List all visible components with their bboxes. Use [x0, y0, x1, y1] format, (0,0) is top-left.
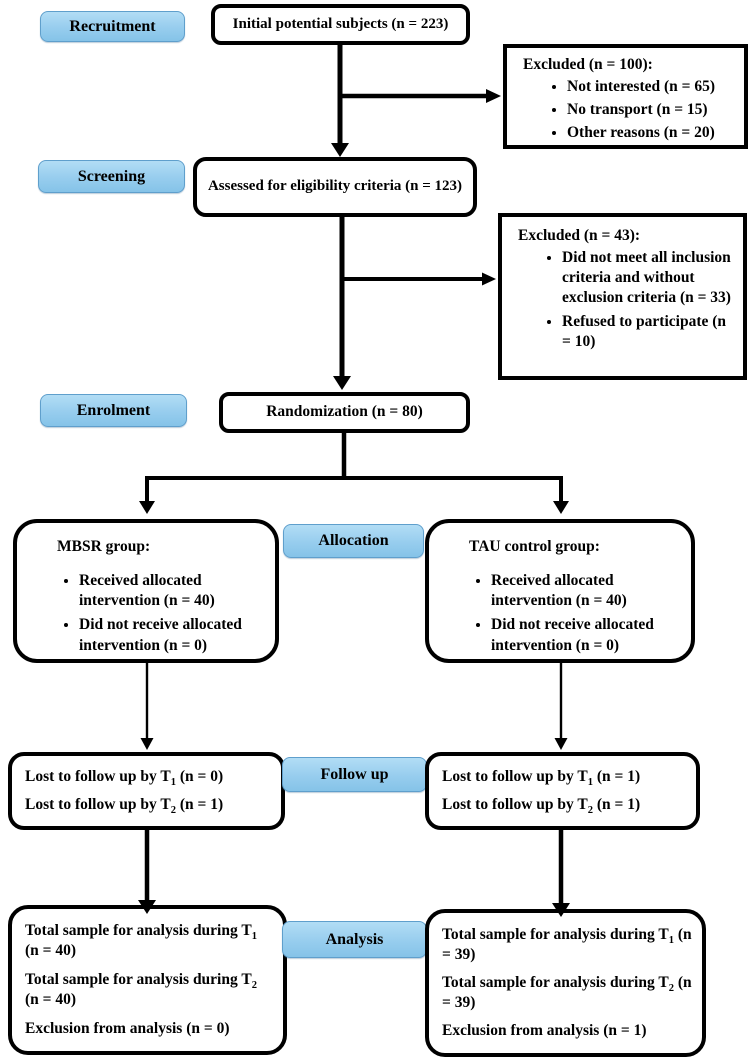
arrow-assessed-to-randomization [333, 216, 351, 390]
subscript: 2 [170, 804, 176, 816]
mbsr-group-title: MBSR group: [57, 538, 151, 555]
list-item: Did not receive allocated intervention (… [491, 615, 683, 655]
text-line: Exclusion from analysis (n = 0) [25, 1019, 273, 1039]
stage-label-screening: Screening [38, 160, 185, 193]
line-pre: Lost to follow up by T [25, 768, 171, 786]
line-pre: Total sample for analysis during T [442, 973, 669, 991]
box-excluded-eligibility: Excluded (n = 43): Did not meet all incl… [498, 213, 747, 380]
excluded-screening-title: Excluded (n = 100): [523, 56, 653, 73]
list-item: Did not meet all inclusion criteria and … [562, 248, 735, 308]
text-line: Lost to follow up by T2 (n = 1) [25, 795, 271, 816]
text-line: Total sample for analysis during T1 (n =… [442, 925, 692, 965]
subscript: 1 [587, 777, 593, 789]
box-analysis-mbsr: Total sample for analysis during T1 (n =… [8, 905, 287, 1055]
line-post: (n = 39) [442, 973, 692, 1012]
subscript: 1 [251, 931, 257, 943]
subscript: 2 [251, 980, 257, 991]
excluded-eligibility-list: Did not meet all inclusion criteria and … [518, 248, 735, 352]
stage-label-followup: Follow up [282, 757, 427, 792]
arrow-followup-to-analysis-right [552, 829, 570, 917]
stage-label-analysis: Analysis [282, 921, 427, 958]
stage-label-recruitment: Recruitment [40, 11, 185, 42]
line-post: (n = 1) [592, 768, 641, 786]
box-tau-group: TAU control group: Received allocated in… [425, 519, 695, 663]
text-line: Total sample for analysis during T2 (n =… [442, 973, 692, 1013]
list-item: Refused to participate (n = 10) [562, 312, 735, 352]
line-pre: Lost to follow up by T [442, 768, 588, 786]
box-excluded-screening: Excluded (n = 100): Not interested (n = … [503, 44, 748, 149]
arrow-followup-to-analysis-left [138, 829, 156, 914]
box-randomization: Randomization (n = 80) [219, 392, 470, 433]
arrow-randomization-split [139, 432, 569, 514]
line-pre: Lost to follow up by T [25, 795, 171, 813]
text-line: Lost to follow up by T2 (n = 1) [442, 795, 686, 816]
arrow-mbsr-to-followup [140, 662, 154, 750]
list-item: No transport (n = 15) [567, 100, 736, 120]
subscript: 2 [587, 804, 593, 816]
arrow-to-excluded-screening [337, 89, 501, 103]
list-item: Not interested (n = 65) [567, 77, 736, 97]
subscript: 2 [668, 983, 674, 994]
box-assessed-eligibility: Assessed for eligibility criteria (n = 1… [193, 157, 477, 217]
line-post: (n = 1) [592, 795, 641, 813]
box-followup-tau: Lost to follow up by T1 (n = 1) Lost to … [425, 752, 700, 830]
line-pre: Exclusion from analysis (n = 0) [25, 1019, 230, 1037]
list-item: Received allocated intervention (n = 40) [79, 571, 267, 611]
stage-label-allocation: Allocation [283, 524, 424, 558]
line-pre: Total sample for analysis during T [25, 970, 252, 988]
line-pre: Exclusion from analysis (n = 1) [442, 1022, 647, 1039]
subscript: 1 [170, 777, 176, 789]
list-item: Received allocated intervention (n = 40) [491, 571, 683, 611]
text-line: Lost to follow up by T1 (n = 0) [25, 767, 271, 789]
excluded-screening-list: Not interested (n = 65) No transport (n … [523, 77, 736, 143]
mbsr-group-list: Received allocated intervention (n = 40)… [57, 571, 267, 656]
line-post: (n = 40) [25, 942, 77, 960]
line-pre: Total sample for analysis during T [25, 922, 252, 940]
arrow-tau-to-followup [554, 662, 568, 750]
list-item: Did not receive allocated intervention (… [79, 615, 267, 655]
tau-group-list: Received allocated intervention (n = 40)… [469, 571, 683, 656]
line-post: (n = 40) [25, 991, 77, 1009]
subscript: 1 [668, 934, 674, 946]
line-post: (n = 39) [442, 925, 692, 963]
box-initial-subjects: Initial potential subjects (n = 223) [211, 4, 470, 45]
excluded-eligibility-title: Excluded (n = 43): [518, 227, 641, 244]
text-line: Lost to follow up by T1 (n = 1) [442, 767, 686, 789]
tau-group-title: TAU control group: [469, 538, 600, 555]
box-followup-mbsr: Lost to follow up by T1 (n = 0) Lost to … [8, 752, 285, 830]
stage-label-enrolment: Enrolment [40, 394, 187, 427]
line-post: (n = 1) [175, 795, 224, 813]
line-pre: Total sample for analysis during T [442, 925, 669, 943]
box-mbsr-group: MBSR group: Received allocated intervent… [13, 519, 279, 663]
text-line: Total sample for analysis during T1 (n =… [25, 921, 273, 961]
list-item: Other reasons (n = 20) [567, 123, 736, 143]
text-line: Exclusion from analysis (n = 1) [442, 1021, 692, 1041]
text-line: Total sample for analysis during T2 (n =… [25, 970, 273, 1010]
arrow-to-excluded-eligibility [340, 272, 496, 286]
line-post: (n = 0) [175, 768, 224, 786]
line-pre: Lost to follow up by T [442, 795, 588, 813]
box-analysis-tau: Total sample for analysis during T1 (n =… [425, 909, 706, 1057]
arrow-initial-to-assessed [331, 45, 349, 157]
